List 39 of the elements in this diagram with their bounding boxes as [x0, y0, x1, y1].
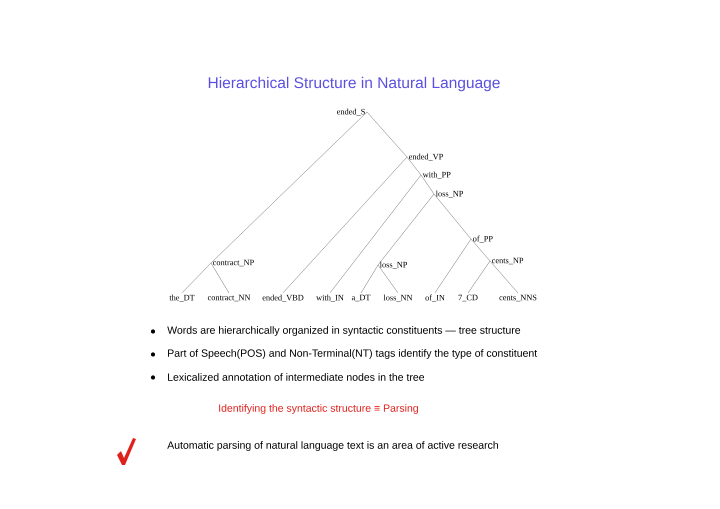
- tree-label: 7_CD: [458, 294, 478, 302]
- tree-branch: [378, 264, 398, 294]
- tree-label: contract_NN: [208, 294, 250, 302]
- title: Hierarchical Structure in Natural Language: [208, 76, 500, 92]
- tree-label: of_PP: [473, 236, 493, 242]
- tree-label: cents_NNS: [499, 294, 536, 302]
- tree-branch: [210, 262, 230, 294]
- tree-branch: [468, 260, 490, 294]
- bullet-text: Part of Speech(POS) and Non-Terminal(NT) tags identify the type of constituent: [168, 349, 538, 359]
- tree-branch: [406, 156, 422, 176]
- tree-label: with_PP: [422, 172, 450, 178]
- bullet-text: Words are hierarchically organized in syntactic constituents — tree structure: [167, 326, 520, 336]
- tree-branch: [360, 264, 378, 294]
- highlight-text: Identifying the syntactic structure ≡ Parsing: [219, 404, 418, 414]
- tree-branch: [330, 174, 422, 294]
- tree-label: contract_NP: [213, 260, 254, 266]
- tree-branch: [282, 156, 408, 294]
- tree-branch: [490, 260, 518, 294]
- tree-branch: [420, 174, 434, 194]
- tree-label: loss_NP: [380, 262, 408, 268]
- tree-branch: [470, 238, 490, 262]
- tree-label: loss_NP: [436, 190, 464, 198]
- tree-label: ended_S: [337, 108, 365, 116]
- tree-label: of_IN: [425, 294, 445, 302]
- tree-label: a_DT: [352, 294, 370, 302]
- conclusion-text: Automatic parsing of natural language text is an area of active research: [167, 441, 498, 451]
- tree-branch: [434, 194, 472, 240]
- tree-branch: [434, 238, 472, 294]
- tree-label: loss_NN: [384, 294, 412, 302]
- tree-label: with_IN: [316, 294, 344, 302]
- tree-branch: [182, 262, 212, 294]
- tree-label: the_DT: [169, 294, 195, 302]
- tree-branch: [378, 194, 434, 266]
- tree-label: ended_VBD: [262, 294, 304, 302]
- tree-branch: [210, 112, 368, 264]
- tree-label: ended_VP: [409, 154, 443, 160]
- bullet-text: Lexicalized annotation of intermediate nodes in the tree: [168, 373, 424, 381]
- tree-label: cents_NP: [492, 258, 524, 264]
- tree-branch: [366, 112, 408, 158]
